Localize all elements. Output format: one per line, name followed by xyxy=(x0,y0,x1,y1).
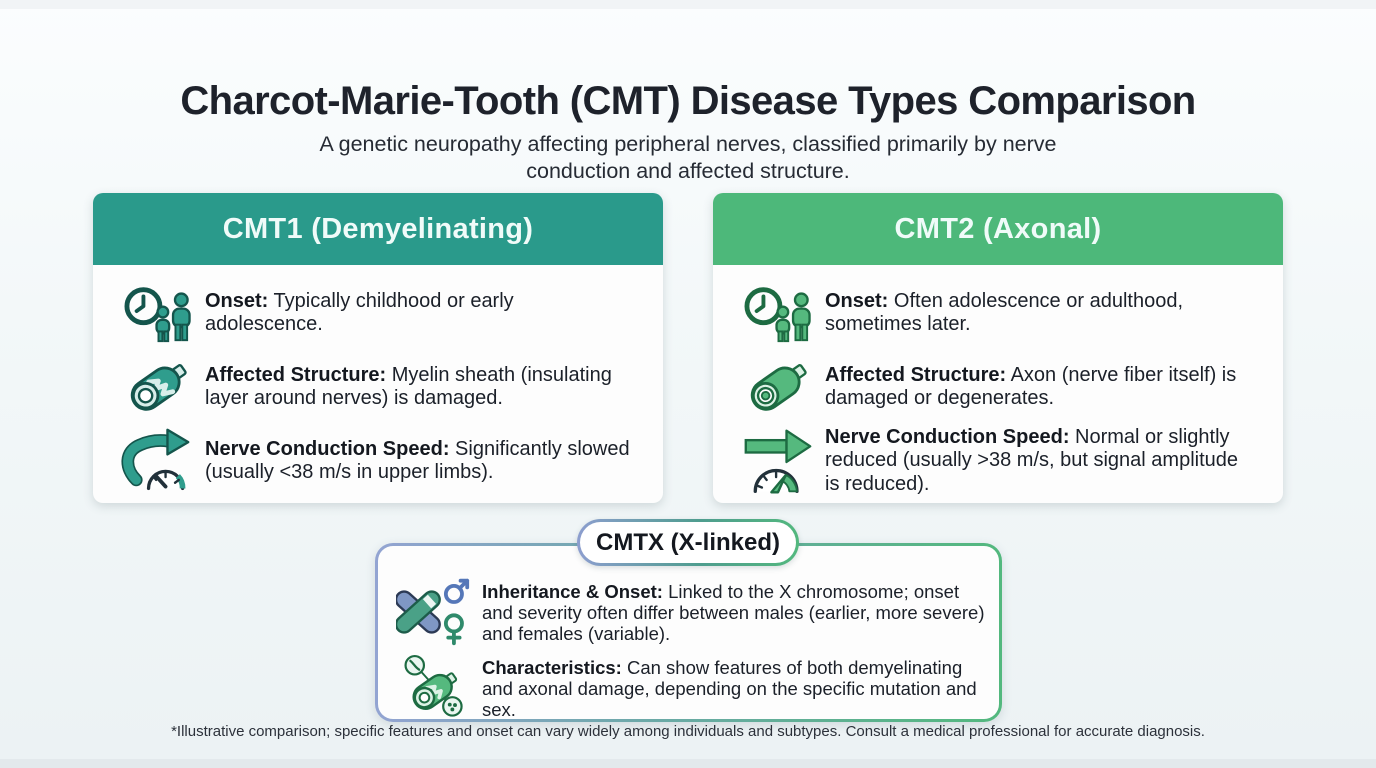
cmt2-structure-label: Affected Structure: xyxy=(825,363,1007,386)
x-chromosome-gender-icon xyxy=(386,575,482,649)
cmtx-characteristics-text: Characteristics: Can show features of bo… xyxy=(482,656,977,720)
cmt2-card: CMT2 (Axonal) xyxy=(713,193,1283,503)
clock-people-icon xyxy=(111,280,205,346)
cmt1-card-body: Onset: Typically childhood or early adol… xyxy=(93,265,663,497)
cmt1-onset-label: Onset: xyxy=(205,289,269,312)
cmt1-structure-row: Affected Structure: Myelin sheath (insul… xyxy=(111,351,643,423)
cmt1-card: CMT1 (Demyelinating) xyxy=(93,193,663,503)
mixed-nerve-damage-icon xyxy=(386,653,482,723)
cmt2-speed-text: Nerve Conduction Speed: Normal or slight… xyxy=(825,425,1239,495)
cmt1-speed-label: Nerve Conduction Speed: xyxy=(205,437,450,460)
cmt2-structure-row: Affected Structure: Axon (nerve fiber it… xyxy=(731,351,1263,423)
cmt2-onset-row: Onset: Often adolescence or adulthood, s… xyxy=(731,277,1263,349)
cmtx-inheritance-label: Inheritance & Onset: xyxy=(482,580,663,602)
cmt1-structure-text: Affected Structure: Myelin sheath (insul… xyxy=(205,363,612,410)
page-subtitle: A genetic neuropathy affecting periphera… xyxy=(319,131,1057,183)
cmtx-inheritance-row: Inheritance & Onset: Linked to the X chr… xyxy=(386,575,985,649)
disclaimer-footnote: *Illustrative comparison; specific featu… xyxy=(171,723,1205,740)
damaged-myelin-nerve-icon xyxy=(111,353,205,421)
cmtx-characteristics-label: Characteristics: xyxy=(482,656,622,678)
cmtx-title-pill: CMTX (X-linked) xyxy=(577,519,799,566)
straight-arrow-gauge-icon xyxy=(731,425,825,497)
cmt2-card-header: CMT2 (Axonal) xyxy=(713,193,1283,265)
cmt1-card-title: CMT1 (Demyelinating) xyxy=(222,212,534,245)
cmtx-inheritance-text: Inheritance & Onset: Linked to the X chr… xyxy=(482,580,985,644)
cmt2-card-title: CMT2 (Axonal) xyxy=(894,212,1102,245)
cmt2-onset-label: Onset: xyxy=(825,289,889,312)
cmt2-onset-text: Onset: Often adolescence or adulthood, s… xyxy=(825,289,1183,336)
cmtx-card-body: Inheritance & Onset: Linked to the X chr… xyxy=(378,546,999,723)
cmt2-card-body: Onset: Often adolescence or adulthood, s… xyxy=(713,265,1283,497)
cmt1-onset-text: Onset: Typically childhood or early adol… xyxy=(205,289,514,336)
cmt1-speed-row: Nerve Conduction Speed: Significantly sl… xyxy=(111,425,643,497)
cmt1-card-header: CMT1 (Demyelinating) xyxy=(93,193,663,265)
cmt1-structure-label: Affected Structure: xyxy=(205,363,387,386)
axon-nerve-icon xyxy=(731,353,825,421)
curved-arrow-gauge-icon xyxy=(111,426,205,496)
cmtx-title: CMTX (X-linked) xyxy=(596,528,780,556)
cmt2-speed-label: Nerve Conduction Speed: xyxy=(825,425,1070,448)
cmtx-card: Inheritance & Onset: Linked to the X chr… xyxy=(375,543,1002,722)
cmtx-characteristics-row: Characteristics: Can show features of bo… xyxy=(386,653,985,723)
page-title: Charcot-Marie-Tooth (CMT) Disease Types … xyxy=(180,78,1196,123)
cmt2-structure-text: Affected Structure: Axon (nerve fiber it… xyxy=(825,363,1237,410)
clock-people-icon xyxy=(731,280,825,346)
cmt2-speed-row: Nerve Conduction Speed: Normal or slight… xyxy=(731,425,1263,497)
cmt1-speed-text: Nerve Conduction Speed: Significantly sl… xyxy=(205,437,630,484)
cmt1-onset-row: Onset: Typically childhood or early adol… xyxy=(111,277,643,349)
